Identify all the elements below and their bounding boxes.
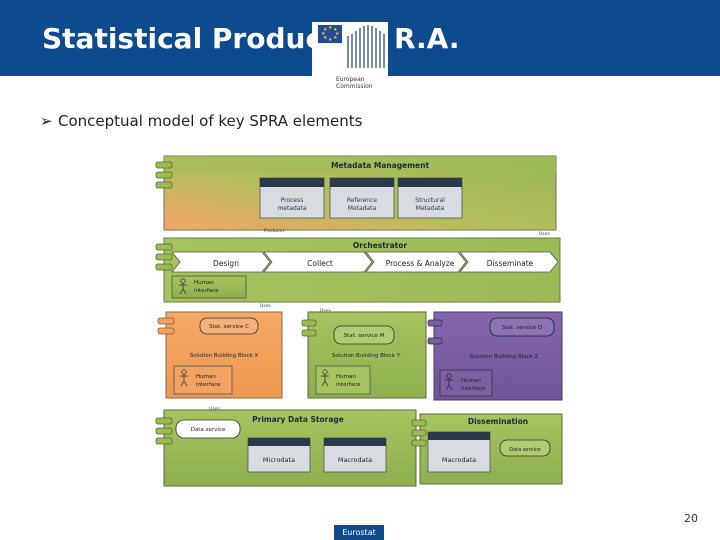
solution-building-block-x: Stat. service C Solution Building Block …: [157, 311, 283, 399]
interface-tab-icon: [155, 417, 173, 425]
block-y-service-label: Stat. service M: [344, 333, 385, 339]
disseminate-step: [459, 251, 559, 273]
interface-tab-icon: [157, 327, 175, 335]
storage-data-service-pill: [175, 419, 241, 439]
logo-text-line1: European: [336, 76, 365, 83]
interface-tab-icon: [411, 429, 427, 437]
uses-label-orchestrator: Uses: [539, 231, 550, 237]
interface-tab-icon: [155, 181, 173, 189]
logo-text: European Commission: [336, 76, 373, 90]
reference-metadata-line1: Reference: [347, 197, 378, 204]
reference-metadata-line2: Metadata: [348, 205, 377, 212]
uses-label-storage: Uses: [209, 406, 220, 412]
block-x-name: Solution Building Block X: [190, 353, 259, 359]
dissemination-data-service-pill: [499, 439, 551, 457]
human-actor-icon: [321, 369, 329, 387]
interface-tab-icon: [155, 161, 173, 169]
disseminate-step-label: Disseminate: [487, 259, 534, 268]
eurostat-logo: Eurostat: [334, 525, 384, 540]
block-x-service-pill: [199, 317, 259, 335]
dissemination-data-service-label: Data service: [509, 447, 540, 453]
interface-tab-icon: [155, 253, 173, 261]
structural-metadata-line2: Metadata: [416, 205, 445, 212]
storage-macrodata-label: Macrodata: [338, 456, 372, 464]
storage-data-service-label: Data service: [191, 427, 226, 433]
interface-tab-icon: [301, 319, 317, 327]
eu-flag-icon: ★ ★ ★ ★ ★ ★ ★ ★: [318, 25, 342, 43]
spra-diagram: Metadata Management Process metadata Ref…: [155, 155, 563, 487]
orchestrator-title: Orchestrator: [353, 241, 407, 250]
block-z-service-pill: [489, 317, 555, 337]
collect-step-label: Collect: [307, 259, 333, 268]
interface-tab-icon: [155, 427, 173, 435]
human-actor-icon: [445, 373, 453, 391]
bullet-point: ➢ Conceptual model of key SPRA elements: [40, 112, 362, 130]
human-actor-icon: [179, 278, 187, 295]
dissemination-block: Dissemination Macrodata Data service: [411, 413, 563, 485]
solution-building-block-y: Stat. service M Solution Building Block …: [301, 311, 427, 399]
block-z-name: Solution Building Block Z: [470, 354, 539, 360]
human-actor-icon: [180, 369, 188, 387]
interface-tab-icon: [157, 317, 175, 325]
process-metadata-line1: Process: [281, 197, 304, 204]
interface-tab-icon: [427, 319, 443, 327]
block-y-name: Solution Building Block Y: [332, 353, 401, 359]
block-z-human-line2: interface: [461, 386, 486, 392]
european-commission-logo: ★ ★ ★ ★ ★ ★ ★ ★ European Commission: [312, 22, 388, 96]
solution-building-block-z: Stat. service Q Solution Building Block …: [427, 311, 563, 401]
design-step: [171, 251, 271, 273]
dissemination-title: Dissemination: [468, 417, 528, 426]
interface-tab-icon: [301, 329, 317, 337]
orchestrator-block: Orchestrator Design Collect Process & An…: [155, 237, 561, 303]
orchestrator-human-line2: interface: [194, 288, 219, 294]
block-y-human-line1: Human: [336, 374, 356, 380]
metadata-management-block: Metadata Management Process metadata Ref…: [155, 155, 557, 231]
berlaymont-building-icon: [347, 25, 385, 68]
primary-data-storage-block: Primary Data Storage Data service Microd…: [155, 409, 417, 487]
block-z-human-line1: Human: [461, 378, 481, 384]
produces-label: Produces: [264, 228, 285, 234]
page-number: 20: [684, 512, 698, 525]
block-x-service-label: Stat. service C: [209, 324, 249, 330]
interface-tab-icon: [411, 439, 427, 447]
block-x-human-line2: interface: [196, 382, 221, 388]
primary-data-storage-title: Primary Data Storage: [252, 415, 344, 424]
slide-title: Statistical Production R.A.: [42, 22, 460, 55]
bullet-text: Conceptual model of key SPRA elements: [58, 112, 363, 130]
interface-tab-icon: [411, 419, 427, 427]
interface-tab-icon: [427, 337, 443, 345]
logo-text-line2: Commission: [336, 83, 373, 90]
interface-tab-icon: [155, 171, 173, 179]
uses-label-block-x: Uses: [260, 303, 271, 309]
block-x-human-line1: Human: [196, 374, 216, 380]
interface-tab-icon: [155, 437, 173, 445]
interface-tab-icon: [155, 243, 173, 251]
process-analyze-step: [365, 251, 467, 273]
interface-tab-icon: [155, 263, 173, 271]
orchestrator-human-interface-box: [171, 275, 247, 299]
microdata-label: Microdata: [263, 456, 295, 464]
collect-step: [263, 251, 373, 273]
design-step-label: Design: [213, 259, 239, 268]
block-z-service-label: Stat. service Q: [502, 325, 543, 331]
orchestrator-human-line1: Human: [194, 280, 214, 286]
metadata-management-title: Metadata Management: [331, 161, 430, 170]
block-y-human-line2: interface: [336, 382, 361, 388]
block-y-service-pill: [333, 325, 395, 345]
arrow-bullet-icon: ➢: [40, 112, 53, 130]
uses-label-block-y: Uses: [320, 308, 331, 314]
structural-metadata-line1: Structural: [415, 197, 445, 204]
dissemination-macrodata-label: Macrodata: [442, 456, 476, 464]
process-analyze-step-label: Process & Analyze: [386, 259, 455, 268]
process-metadata-line2: metadata: [277, 205, 306, 212]
